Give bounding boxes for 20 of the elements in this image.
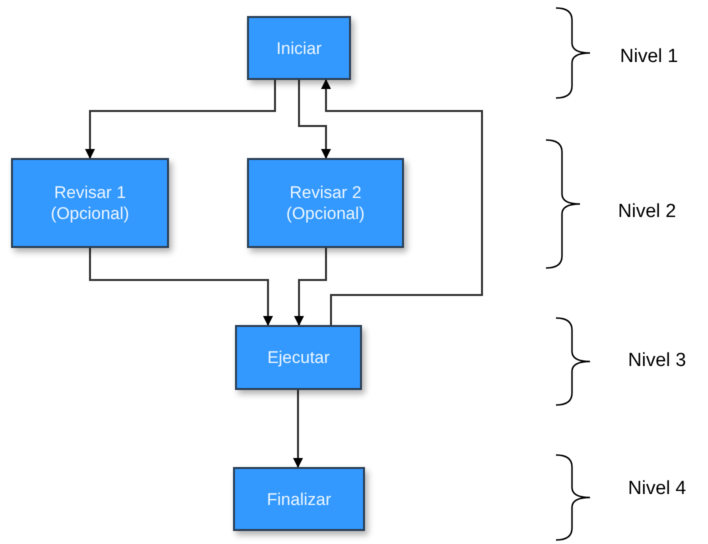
box-label: Ejecutar [267,347,330,368]
box-label: Revisar 2 (Opcional) [285,182,366,224]
level-label: Nivel 2 [618,201,676,223]
process-box [247,16,351,80]
arrow [85,80,276,159]
level-label: Nivel 4 [628,478,686,500]
process-box [235,325,362,390]
arrow [293,390,303,468]
arrow [89,248,273,326]
process-box [233,467,365,531]
process-box [11,158,169,248]
arrow [321,79,483,325]
level-label: Nivel 1 [620,46,678,68]
level-label: Nivel 3 [628,350,686,372]
arrow [294,248,327,326]
arrow [298,80,331,159]
box-label: Iniciar [276,38,322,58]
process-box [247,158,404,248]
box-label: Finalizar [266,488,332,510]
box-label: Revisar 1 (Opcional) [50,182,130,224]
